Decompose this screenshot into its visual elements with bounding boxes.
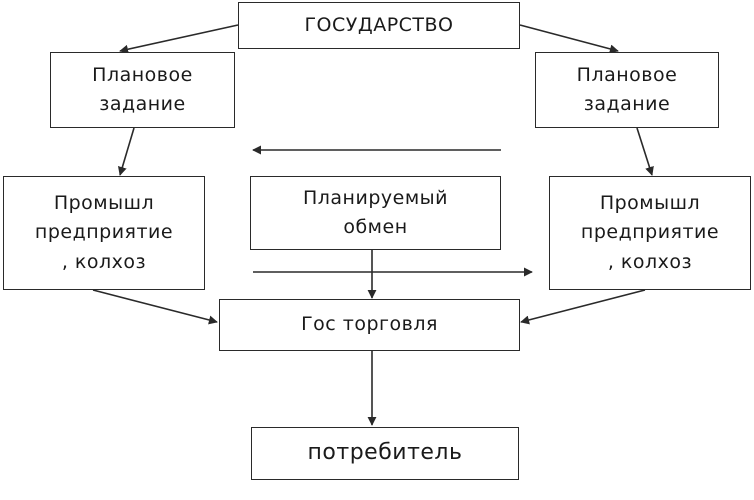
plan-right-line2: задание (583, 93, 671, 115)
enterprise-right-line1: Промышл (599, 191, 701, 214)
planned-exchange-box: Планируемый обмен (250, 176, 501, 250)
enterprise-right-line3: , колхоз (607, 250, 693, 273)
arrow-enterprise-right-to-state-trade (520, 289, 646, 325)
arrow-state-to-plan-left (119, 24, 239, 54)
state-box: ГОСУДАРСТВО (238, 2, 520, 49)
enterprise-left-line2: предприятие (34, 221, 174, 244)
arrow-enterprise-left-to-state-trade (92, 289, 218, 325)
enterprise-right-box: Промышл предприятие , колхоз (549, 176, 751, 290)
plan-left-box: Плановое задание (50, 52, 235, 128)
plan-left-line1: Плановое (92, 63, 193, 86)
enterprise-left-line1: Промышл (53, 191, 155, 214)
arrow-plan-right-to-enterprise-right (636, 127, 654, 176)
state-trade-box: Гос торговля (219, 299, 520, 351)
enterprise-left-box: Промышл предприятие , колхоз (3, 176, 205, 290)
consumer-label: потребитель (307, 440, 463, 466)
enterprise-left-line3: , колхоз (61, 250, 147, 273)
arrow-plan-left-to-enterprise-left (117, 127, 135, 176)
planned-exchange-line2: обмен (343, 216, 408, 238)
consumer-box: потребитель (251, 427, 519, 480)
plan-right-line1: Плановое (576, 63, 678, 86)
plan-left-line2: задание (99, 93, 186, 115)
plan-right-box: Плановое задание (535, 52, 719, 128)
enterprise-right-line2: предприятие (580, 221, 720, 244)
planned-exchange-line1: Планируемый (302, 186, 449, 209)
state-label: ГОСУДАРСТВО (304, 13, 454, 36)
arrow-state-to-plan-right (519, 24, 619, 54)
state-trade-label: Гос торговля (301, 313, 438, 336)
